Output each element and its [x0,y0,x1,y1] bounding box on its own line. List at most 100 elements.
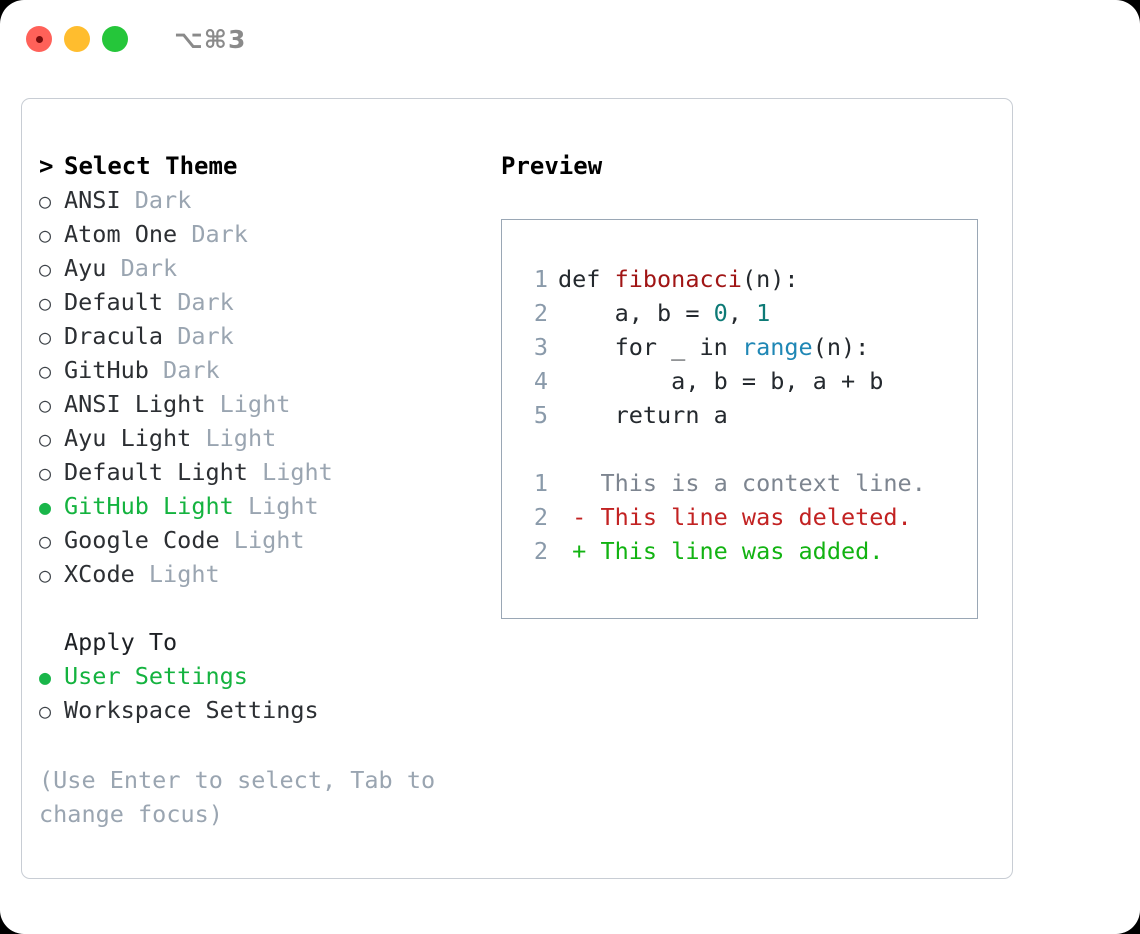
theme-variant-tag: Dark [177,322,234,350]
theme-name-label: GitHub Light [64,492,234,520]
apply-to-option[interactable]: ● User Settings [39,659,509,693]
theme-name-label: Default Light [64,458,248,486]
theme-list: ○ ANSI Dark ○ Atom One Dark ○ Ayu Dark ○ Defaul… [39,183,509,591]
caret-icon: > [39,152,54,180]
theme-variant-tag: Dark [191,220,248,248]
code-line: 5 return a [502,398,977,432]
minimize-icon[interactable] [64,26,90,52]
radio-selected-icon: ● [39,495,52,519]
theme-list-item[interactable]: ○ GitHub Dark [39,353,509,387]
code-token-num: 1 [756,299,771,327]
theme-variant-tag: Dark [120,254,178,282]
radio-unselected-icon: ○ [39,529,52,553]
list-spacer [39,591,509,625]
apply-to-options: ● User Settings ○ Workspace Settings [39,659,509,727]
radio-unselected-icon: ○ [39,427,52,451]
radio-unselected-icon: ○ [39,257,52,281]
code-diff-gap [502,432,977,466]
radio-unselected-icon: ○ [39,393,52,417]
diff-sample: 1 This is a context line.2 - This line w… [502,466,977,568]
preview-title: Preview [501,152,603,180]
theme-list-item[interactable]: ●GitHub Light Light [39,489,509,523]
keyboard-shortcut-label: ⌥⌘3 [174,24,247,54]
radio-unselected-icon: ○ [39,291,52,315]
apply-to-title: Apply To [64,628,178,656]
code-line-number: 3 [533,333,548,361]
diff-line: 1 This is a context line. [502,466,977,500]
theme-variant-tag: Dark [177,288,234,316]
radio-unselected-icon: ○ [39,359,52,383]
theme-name-label: Atom One [64,220,178,248]
radio-unselected-icon: ○ [39,461,52,485]
theme-list-item[interactable]: ○ Ayu Light Light [39,421,509,455]
theme-list-item[interactable]: ○ Atom One Dark [39,217,509,251]
theme-name-label: ANSI [64,186,121,214]
theme-list-item[interactable]: ○ ANSI Dark [39,183,509,217]
title-bar: ⌥⌘3 [0,0,1140,78]
radio-unselected-icon: ○ [39,189,52,213]
theme-list-item[interactable]: ○Google Code Light [39,523,509,557]
radio-selected-icon: ● [39,665,52,689]
code-token-num: 0 [713,299,728,327]
radio-unselected-icon: ○ [39,223,52,247]
code-line-text: for _ in range(n): [558,330,870,364]
diff-line-text: + This line was added. [558,537,884,565]
code-token-plain: a, b = b, a + b [558,367,884,395]
diff-line: 2 - This line was deleted. [502,500,977,534]
apply-to-label: Workspace Settings [64,696,319,724]
apply-to-option[interactable]: ○ Workspace Settings [39,693,509,727]
code-token-fn: fibonacci [614,265,742,293]
radio-unselected-icon: ○ [39,563,52,587]
theme-name-label: Dracula [64,322,164,350]
code-line-number: 2 [533,299,548,327]
theme-variant-tag: Light [262,458,333,486]
diff-line-number: 1 [533,469,548,497]
code-line-number: 5 [533,401,548,429]
close-icon[interactable] [26,26,52,52]
code-token-call: range [741,333,813,361]
diff-line: 2 + This line was added. [502,534,977,568]
maximize-icon[interactable] [102,26,128,52]
theme-name-label: GitHub [64,356,149,384]
diff-line-number: 2 [533,537,548,565]
code-token-plain: return a [558,401,728,429]
theme-variant-tag: Dark [134,186,192,214]
diff-line-text: This is a context line. [558,469,926,497]
code-line-text: def fibonacci(n): [558,262,799,296]
theme-list-item[interactable]: ○XCode Light [39,557,509,591]
theme-list-item[interactable]: ○ Ayu Dark [39,251,509,285]
theme-variant-tag: Light [233,526,305,554]
theme-list-item[interactable]: ○ Dracula Dark [39,319,509,353]
keyboard-hint: (Use Enter to select, Tab to change focu… [39,766,436,828]
theme-name-label: XCode [64,560,135,588]
apply-to-label: User Settings [64,662,248,690]
code-line-text: a, b = b, a + b [558,364,883,398]
theme-list-item[interactable]: ○ Default Dark [39,285,509,319]
theme-variant-tag: Light [205,424,277,452]
code-token-plain: for _ in [558,333,742,361]
theme-list-item[interactable]: ○ ANSI Light Light [39,387,509,421]
theme-name-label: Default [64,288,164,316]
theme-variant-tag: Light [219,390,291,418]
radio-unselected-icon: ○ [39,699,52,723]
select-theme-header: > Select Theme [39,149,509,183]
theme-name-label: Ayu [64,254,107,282]
code-line: 4 a, b = b, a + b [502,364,977,398]
theme-name-label: ANSI Light [64,390,206,418]
code-token-plain: a, b = [558,299,714,327]
radio-unselected-icon: ○ [39,325,52,349]
traffic-lights [26,26,128,52]
apply-to-header: ○ Apply To [39,625,509,659]
bullet-placeholder: ○ [39,626,64,660]
theme-name-label: Ayu Light [64,424,192,452]
theme-list-item[interactable]: ○ Default Light Light [39,455,509,489]
diff-line-text: - This line was deleted. [558,503,912,531]
theme-variant-tag: Dark [163,356,220,384]
select-theme-title: Select Theme [64,152,238,180]
code-line-number: 4 [533,367,548,395]
